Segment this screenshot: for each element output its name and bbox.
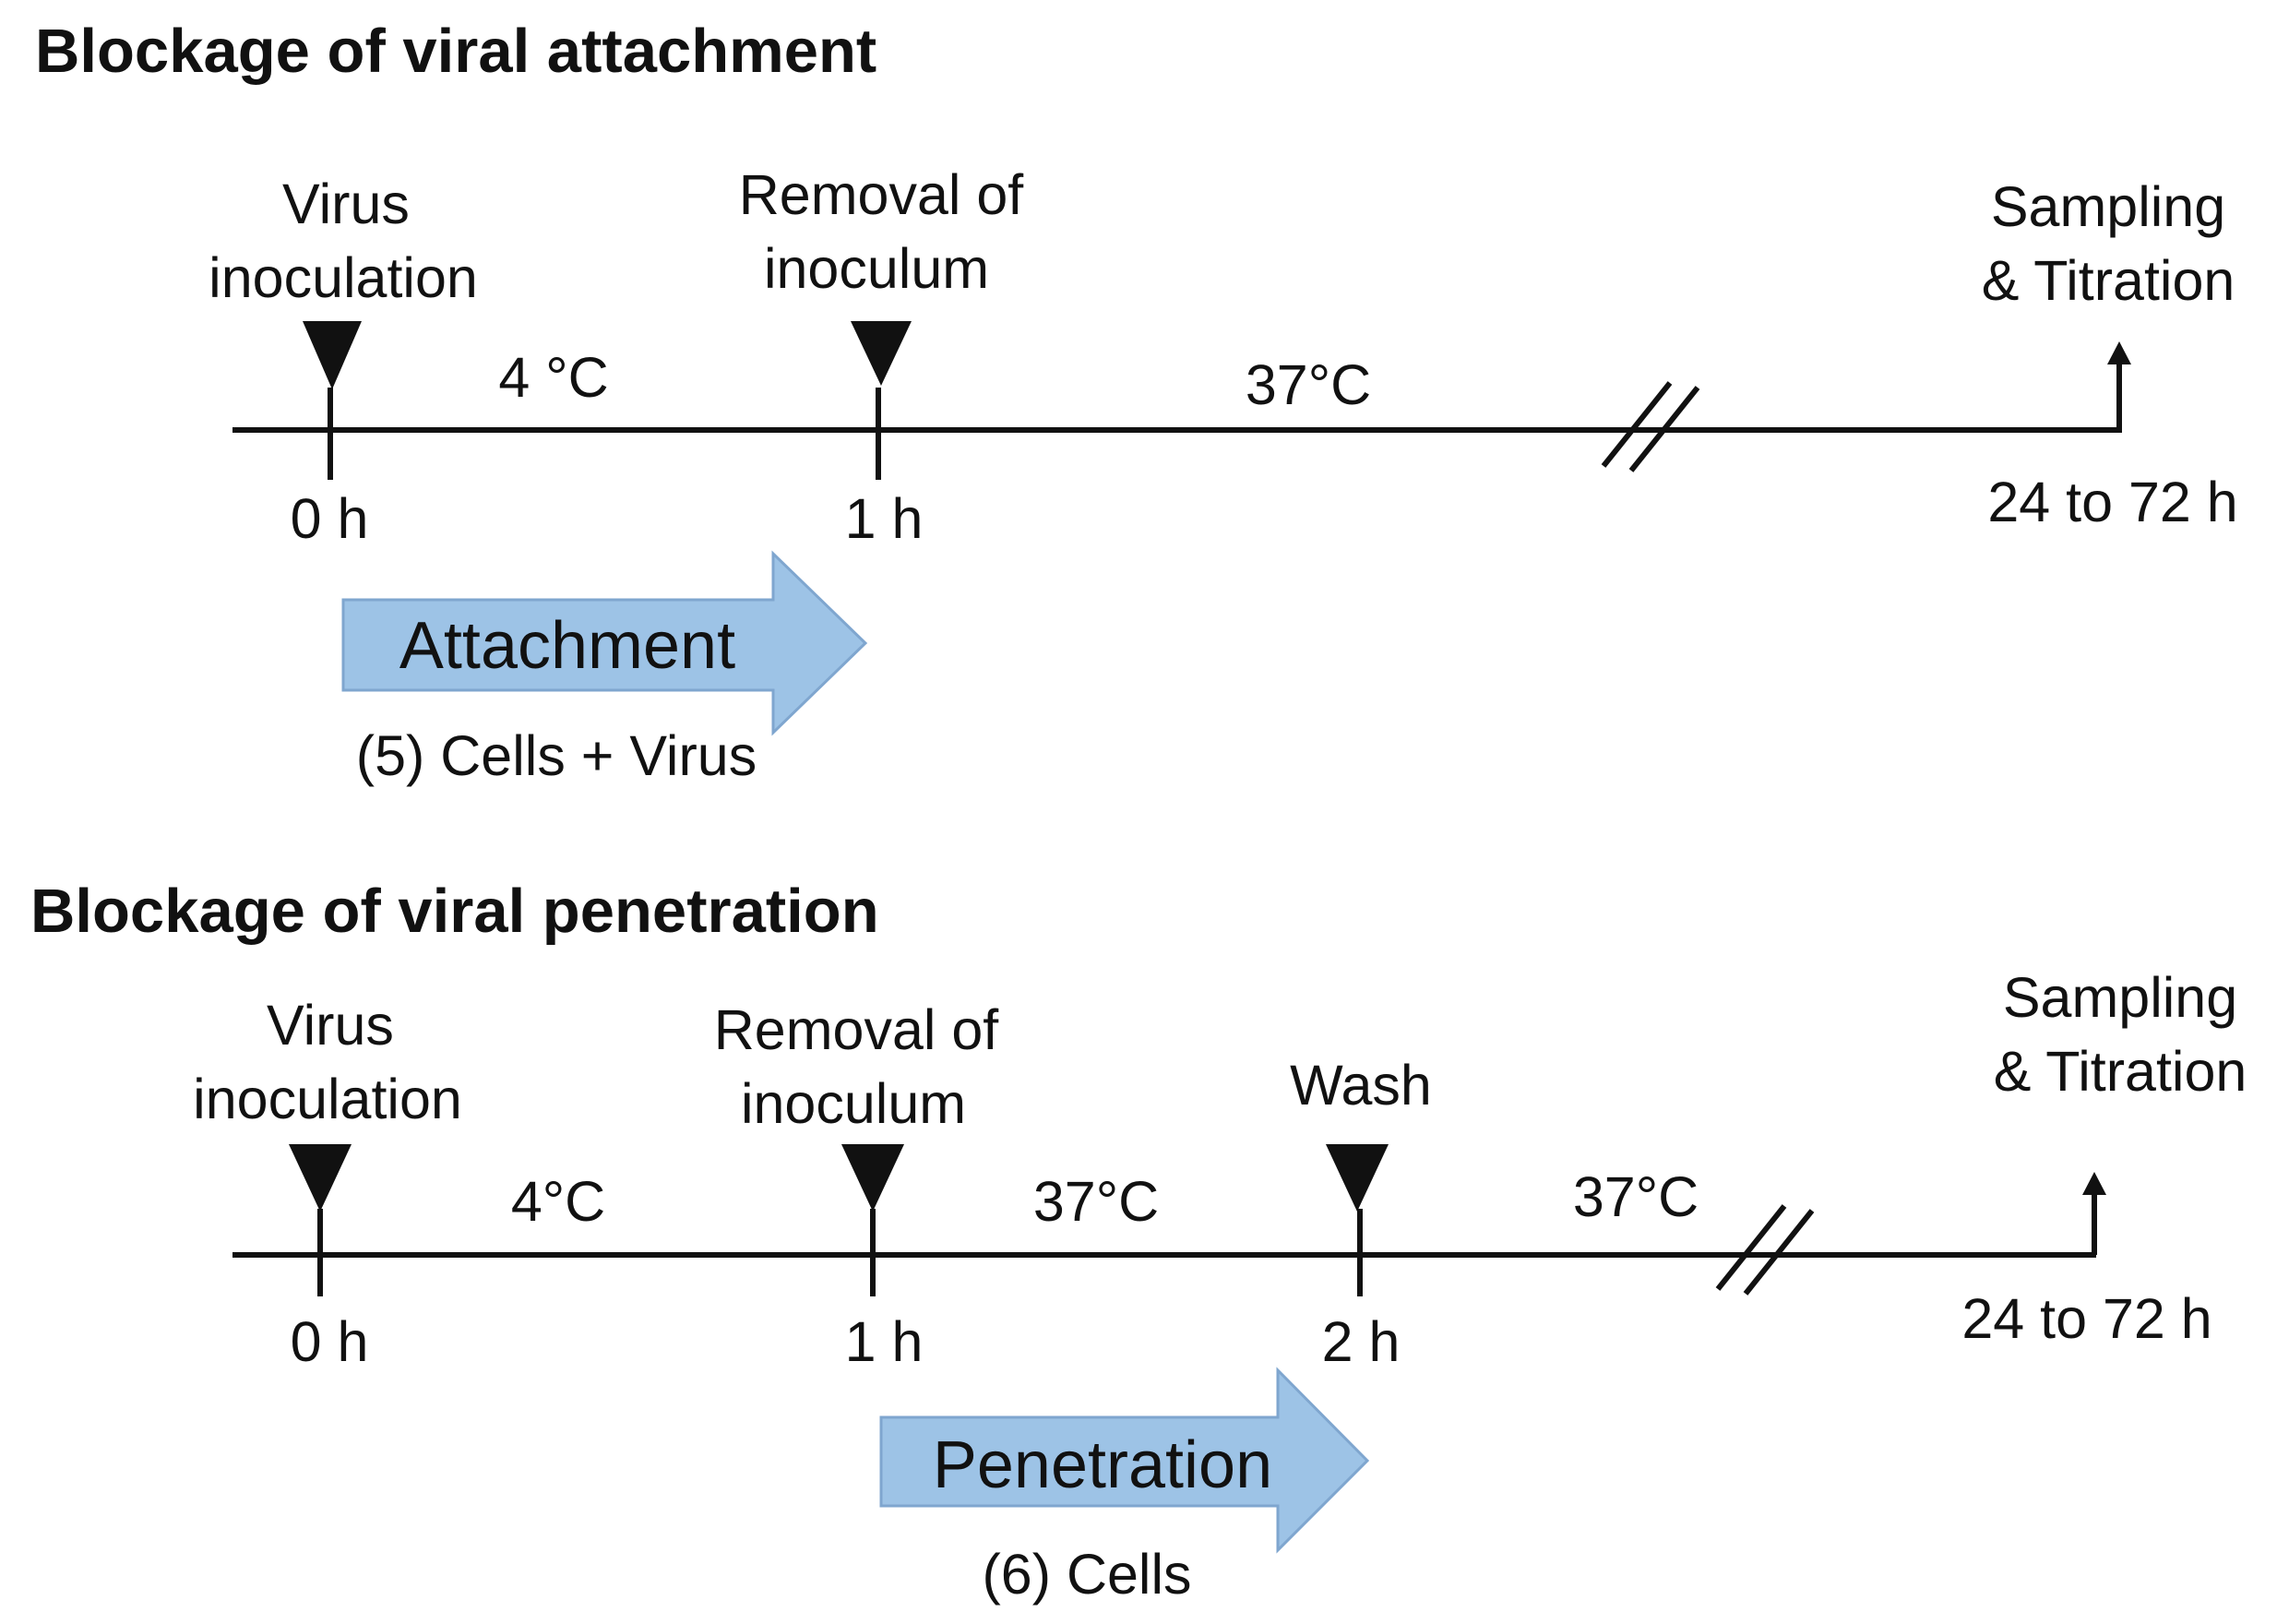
temperature-label: 37°C [1033, 1170, 1159, 1233]
panel-attachment: Blockage of viral attachment Virus inocu… [35, 17, 2238, 787]
event-marker-triangle [289, 1144, 352, 1212]
time-label: 1 h [845, 487, 924, 550]
event-label-sampling-titration: & Titration [1982, 249, 2235, 312]
temperature-label: 4°C [511, 1170, 605, 1233]
event-label-wash: Wash [1290, 1054, 1432, 1116]
sampling-arrow-head [2107, 341, 2131, 364]
panel-penetration: Blockage of viral penetration Virus inoc… [30, 877, 2247, 1606]
axis-break-mark [1601, 381, 1673, 468]
time-label: 24 to 72 h [1987, 471, 2237, 533]
event-label-sampling-titration: Sampling [2003, 966, 2237, 1029]
event-label-removal-of-inoculum: Removal of [714, 998, 1000, 1061]
event-label-virus-inoculation: inoculation [193, 1068, 462, 1130]
axis-break-mark [1743, 1209, 1815, 1296]
event-label-removal-of-inoculum: inoculum [764, 237, 989, 300]
sampling-arrow-head [2082, 1172, 2106, 1195]
phase-arrow-label: Penetration [933, 1428, 1272, 1502]
temperature-label: 37°C [1246, 353, 1371, 416]
phase-arrow-label: Attachment [399, 609, 735, 683]
time-label: 0 h [291, 487, 369, 550]
event-label-virus-inoculation: inoculation [209, 246, 478, 309]
time-label: 0 h [291, 1310, 369, 1373]
panel-title: Blockage of viral penetration [30, 877, 879, 946]
temperature-label: 4 °C [498, 346, 608, 409]
phase-caption: (6) Cells [982, 1543, 1191, 1606]
time-label: 2 h [1322, 1310, 1401, 1373]
event-label-sampling-titration: Sampling [1991, 175, 2225, 238]
phase-caption: (5) Cells + Virus [356, 724, 757, 787]
temperature-label: 37°C [1573, 1165, 1699, 1228]
event-label-removal-of-inoculum: inoculum [741, 1072, 966, 1135]
axis-break-mark [1715, 1204, 1787, 1291]
phase-arrow-attachment [341, 550, 868, 736]
event-label-virus-inoculation: Virus [267, 994, 394, 1057]
time-label: 24 to 72 h [1961, 1287, 2211, 1350]
axis-break-mark [1628, 386, 1700, 472]
phase-arrow-penetration [879, 1367, 1370, 1554]
time-label: 1 h [845, 1310, 924, 1373]
panel-title: Blockage of viral attachment [35, 17, 876, 86]
event-label-sampling-titration: & Titration [1994, 1040, 2247, 1103]
event-label-removal-of-inoculum: Removal of [739, 163, 1025, 226]
event-marker-triangle [851, 321, 912, 386]
event-marker-triangle [841, 1144, 904, 1212]
event-label-virus-inoculation: Virus [282, 173, 410, 235]
event-marker-triangle [1326, 1144, 1389, 1212]
event-marker-triangle [303, 321, 362, 389]
